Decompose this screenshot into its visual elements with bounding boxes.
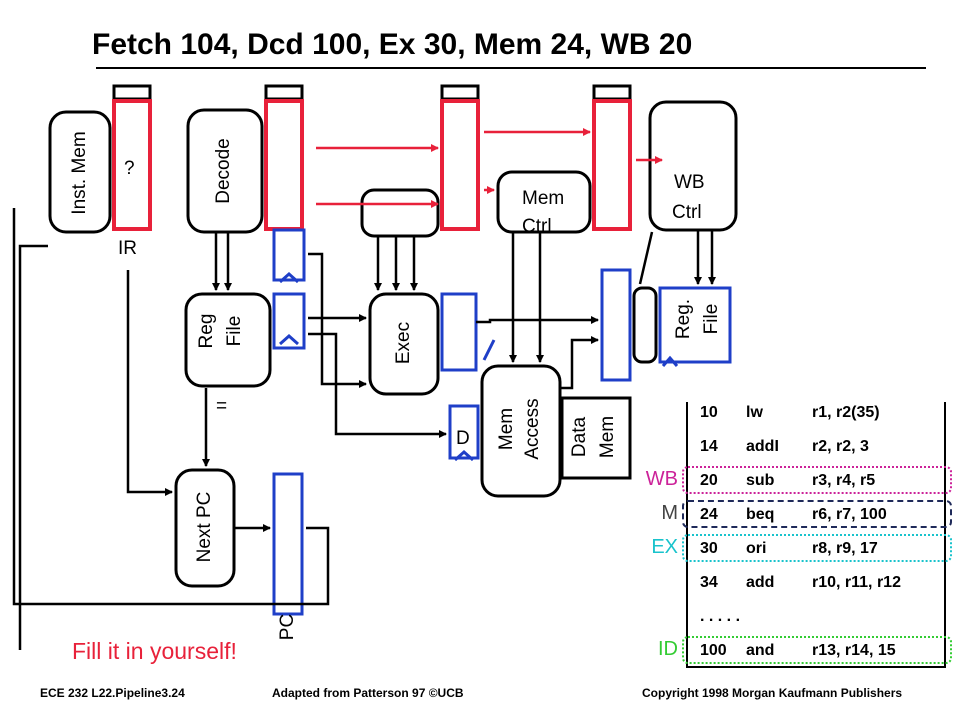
program-address: 30	[700, 540, 718, 557]
decode-box	[186, 108, 264, 234]
program-row: 24 beq r6, r7, 100	[686, 498, 942, 532]
mem-access-label-1: Mem	[496, 407, 517, 451]
program-address: 24	[700, 506, 718, 523]
program-address: 20	[700, 472, 718, 489]
program-operands: r3, r4, r5	[812, 472, 876, 489]
program-address: . . . . .	[700, 608, 741, 625]
program-row: 14 addI r2, r2, 3	[686, 430, 942, 464]
program-row: 34 add r10, r11, r12	[686, 566, 942, 600]
stage-label-ex: EX	[651, 536, 678, 558]
data-mem-label-2: Mem	[597, 415, 618, 459]
inst-mem-box	[48, 110, 112, 234]
wb-ctrl-box	[648, 100, 738, 232]
wb-ctrl-label-2: Ctrl	[672, 202, 702, 223]
reg-file-box	[184, 292, 272, 388]
program-row: 10 lw r1, r2(35)	[686, 396, 942, 430]
reg-b	[272, 292, 306, 350]
program-operands: r10, r11, r12	[812, 574, 901, 591]
next-pc-label: Next PC	[194, 491, 215, 563]
blue-registers	[272, 228, 732, 616]
footer-right: Copyright 1998 Morgan Kaufmann Publisher…	[642, 686, 903, 700]
exec-out-reg	[440, 292, 478, 372]
wb-reg-file-label-1: Reg.	[673, 298, 694, 340]
pc-label: PC	[277, 613, 298, 641]
mem-access-label-2: Access	[522, 398, 543, 460]
title-rule	[96, 67, 926, 69]
stage-outline-id	[682, 636, 952, 664]
reg-file-label-2: File	[224, 315, 245, 347]
program-address: 100	[700, 642, 727, 659]
program-operands: r13, r14, 15	[812, 642, 896, 659]
program-address: 14	[700, 438, 718, 455]
d-label: D	[456, 428, 470, 449]
exec-label: Exec	[393, 321, 414, 365]
mem-ctrl-box	[496, 170, 592, 234]
stage-label-wb: WB	[645, 468, 678, 490]
wb-mux-box	[632, 286, 658, 364]
program-row: 20 sub r3, r4, r5	[686, 464, 942, 498]
stage-outline-wb	[682, 466, 952, 494]
equals-sign: =	[216, 396, 228, 417]
wb-ctrl-label-1: WB	[674, 172, 705, 193]
pipeline-registers	[112, 99, 632, 231]
mem-access-box	[480, 364, 562, 498]
data-mem-label-1: Data	[569, 416, 590, 458]
inst-mem-label: Inst. Mem	[69, 131, 90, 215]
program-row: 100 and r13, r14, 15	[686, 634, 942, 668]
stage-label-m: M	[661, 502, 678, 524]
mem-wb-register	[592, 99, 632, 231]
reg-a	[272, 228, 306, 282]
ex-mem-register	[440, 99, 480, 231]
footer-center: Adapted from Patterson 97 ©UCB	[272, 686, 464, 700]
pipeline-register-caps	[112, 84, 632, 101]
program-opcode: and	[746, 642, 775, 659]
program-opcode: beq	[746, 506, 775, 523]
fill-in-note: Fill it in yourself!	[72, 638, 237, 664]
program-opcode: lw	[746, 404, 763, 421]
footer-left: ECE 232 L22.Pipeline3.24	[40, 686, 185, 700]
ir-value: ?	[124, 158, 135, 179]
program-opcode: add	[746, 574, 775, 591]
ctrl-box	[360, 188, 440, 238]
control-arrows	[316, 128, 663, 208]
program-operands: r8, r9, 17	[812, 540, 878, 557]
pipeline-units	[48, 100, 738, 588]
decode-label: Decode	[213, 138, 234, 204]
program-opcode: ori	[746, 540, 767, 557]
stage-outline-ex	[682, 534, 952, 562]
program-address: 10	[700, 404, 718, 421]
ir-label: IR	[118, 238, 137, 259]
mem-ctrl-label-1: Mem	[522, 188, 565, 209]
stage-outline-m	[682, 500, 952, 528]
data-mem-box	[560, 396, 632, 480]
wb-reg-file-label-2: File	[701, 303, 722, 335]
program-address: 34	[700, 574, 718, 591]
mem-ctrl-label-2: Ctrl	[522, 216, 552, 237]
data-wires	[12, 208, 716, 650]
id-ex-register	[264, 99, 304, 231]
program-row: . . . . .	[686, 600, 942, 634]
program-operands: r6, r7, 100	[812, 506, 887, 523]
program-operands: r1, r2(35)	[812, 404, 880, 421]
slide-title: Fetch 104, Dcd 100, Ex 30, Mem 24, WB 20	[92, 28, 693, 61]
program-operands: r2, r2, 3	[812, 438, 869, 455]
program-row: 30 ori r8, r9, 17	[686, 532, 942, 566]
mem-out-reg	[600, 268, 632, 382]
program-opcode: addI	[746, 438, 779, 455]
wb-reg-file-box	[658, 286, 732, 364]
d-reg	[448, 404, 480, 460]
exec-box	[368, 292, 440, 396]
pc-register	[272, 472, 304, 616]
program-opcode: sub	[746, 472, 775, 489]
reg-file-label-1: Reg	[196, 313, 217, 349]
if-id-register	[112, 99, 152, 231]
stage-label-id: ID	[658, 638, 678, 660]
